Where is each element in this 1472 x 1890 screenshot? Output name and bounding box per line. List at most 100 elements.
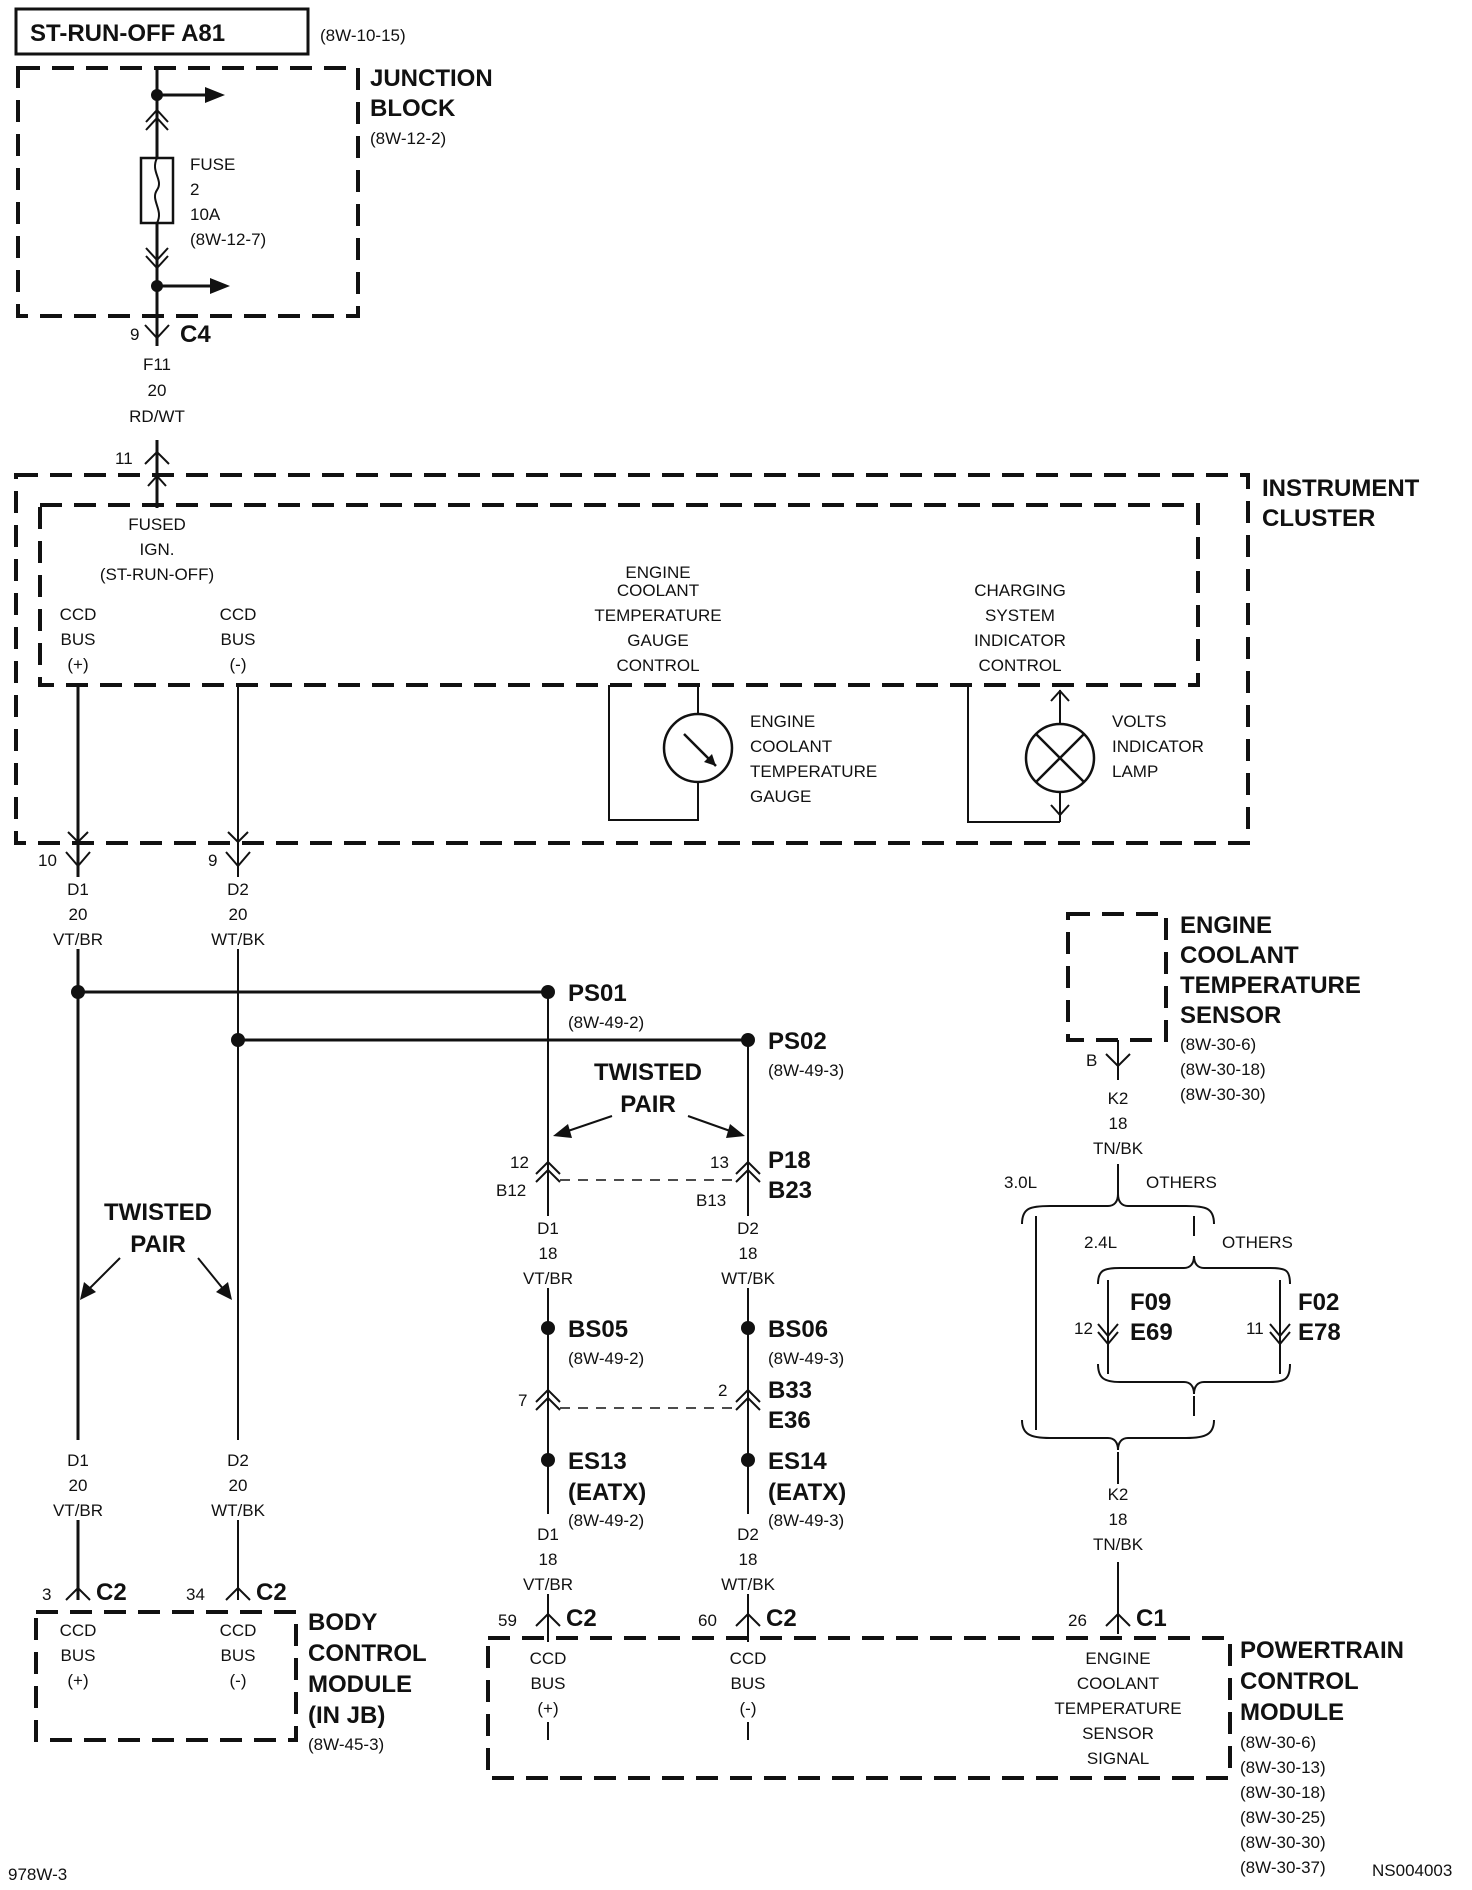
footer-left: 978W-3 xyxy=(8,1865,67,1884)
gauge-control-2: COOLANT xyxy=(617,581,699,600)
option-others-2: OTHERS xyxy=(1222,1233,1293,1252)
ic-ccd-minus-1: CCD xyxy=(220,605,257,624)
ic-ccd-plus-1: CCD xyxy=(60,605,97,624)
gauge-label-3: TEMPERATURE xyxy=(750,762,877,781)
lamp-label-2: INDICATOR xyxy=(1112,737,1204,756)
mid-d1-wire: D1 xyxy=(537,1219,559,1238)
pcm-ref-3: (8W-30-18) xyxy=(1240,1783,1326,1802)
bcm-box xyxy=(34,1610,298,1742)
d1-ic-terminal xyxy=(67,831,89,844)
twisted-pair-center-arrows xyxy=(553,1115,745,1138)
ps02-ref: (8W-49-3) xyxy=(768,1061,844,1080)
fused-ign-2: IGN. xyxy=(140,540,175,559)
low-d1-label-bg xyxy=(520,1514,560,1594)
d1-pin: 10 xyxy=(38,851,57,870)
f09-pin: 12 xyxy=(1074,1319,1093,1338)
ect-sensor-name-4: SENSOR xyxy=(1180,1002,1281,1029)
left-low-d2-gauge: 20 xyxy=(229,1476,248,1495)
twisted-pair-left-arrows xyxy=(80,1257,232,1300)
pcm-ccd-plus-1: CCD xyxy=(530,1649,567,1668)
junction-block-name-2: BLOCK xyxy=(370,95,456,122)
f11-color: RD/WT xyxy=(129,407,185,426)
ect-sensor-box xyxy=(1066,912,1168,1042)
f11-wire: F11 xyxy=(143,355,171,374)
low-d2-label-bg xyxy=(718,1514,758,1594)
left-low-d2-wire: D2 xyxy=(227,1451,249,1470)
ect-sensor-ref-1: (8W-30-6) xyxy=(1180,1035,1256,1054)
es13-sub: (EATX) xyxy=(568,1479,646,1506)
d2-label-bg xyxy=(210,877,266,949)
bcm-pin-b: 34 xyxy=(186,1585,205,1604)
pcm-pin-c: 26 xyxy=(1068,1611,1087,1630)
ect-k2-color: TN/BK xyxy=(1093,1139,1144,1158)
pcm-signal-2: COOLANT xyxy=(1077,1674,1159,1693)
k2-low-wire: K2 xyxy=(1108,1485,1129,1504)
pcm-ccd-minus-3: (-) xyxy=(740,1699,757,1718)
ic-ccd-minus-2: BUS xyxy=(221,630,256,649)
es14-ref: (8W-49-3) xyxy=(768,1511,844,1530)
d2-top-color: WT/BK xyxy=(211,930,265,949)
gauge-control-5: CONTROL xyxy=(616,656,699,675)
b33-pin-b: 2 xyxy=(718,1381,727,1400)
c4-name: C4 xyxy=(180,321,211,348)
pcm-ccd-plus-bg xyxy=(520,1642,576,1722)
c4-pin: 9 xyxy=(130,325,139,344)
pcm-name-2: CONTROL xyxy=(1240,1668,1359,1695)
es14-sub: (EATX) xyxy=(768,1479,846,1506)
d2-pin: 9 xyxy=(208,851,217,870)
ic-connector-11-pin: 11 xyxy=(115,449,133,468)
bcm-ccd-minus-1: CCD xyxy=(220,1621,257,1640)
f11-gauge: 20 xyxy=(148,381,167,400)
footer-right: NS004003 xyxy=(1372,1861,1452,1880)
d2-top-gauge: 20 xyxy=(229,905,248,924)
ps02-name: PS02 xyxy=(768,1028,827,1055)
b33-connector-symbol xyxy=(535,1388,761,1411)
twisted-pair-center-1: TWISTED xyxy=(594,1059,702,1086)
p18-pin-b2: B13 xyxy=(696,1191,726,1210)
fuse-label-2: 2 xyxy=(190,180,199,199)
title-box xyxy=(14,7,310,56)
twisted-pair-center-2: PAIR xyxy=(620,1091,676,1118)
pcm-signal-5: SIGNAL xyxy=(1087,1749,1149,1768)
pcm-ccd-plus-2: BUS xyxy=(531,1674,566,1693)
bs06-dot xyxy=(741,1321,755,1335)
instrument-cluster-name-1: INSTRUMENT xyxy=(1262,475,1420,502)
mid-d2-label-bg xyxy=(716,1216,780,1288)
bcm-ccd-plus-3: (+) xyxy=(67,1671,88,1690)
pcm-conn-a: C2 xyxy=(566,1605,597,1632)
bcm-conn-b: C2 xyxy=(256,1579,287,1606)
fused-ign-3: (ST-RUN-OFF) xyxy=(100,565,214,584)
pcm-ref-2: (8W-30-13) xyxy=(1240,1758,1326,1777)
b33-name-2: E36 xyxy=(768,1407,811,1434)
pcm-c2b-symbol xyxy=(735,1612,761,1627)
pcm-ccd-minus-2: BUS xyxy=(731,1674,766,1693)
pcm-ccd-plus-3: (+) xyxy=(537,1699,558,1718)
gauge-label-1: ENGINE xyxy=(750,712,815,731)
mid-d2-wire: D2 xyxy=(737,1219,759,1238)
fused-ign-1: FUSED xyxy=(128,515,186,534)
left-low-d1-gauge: 20 xyxy=(69,1476,88,1495)
pcm-signal-3: TEMPERATURE xyxy=(1054,1699,1181,1718)
pcm-conn-c: C1 xyxy=(1136,1605,1167,1632)
d2-top-wire: D2 xyxy=(227,880,249,899)
ect-sensor-name-3: TEMPERATURE xyxy=(1180,972,1361,999)
bcm-ref: (8W-45-3) xyxy=(308,1735,384,1754)
pcm-name-1: POWERTRAIN xyxy=(1240,1637,1404,1664)
bcm-ccd-minus-2: BUS xyxy=(221,1646,256,1665)
f09-name-1: F09 xyxy=(1130,1289,1171,1316)
lamp-label-3: LAMP xyxy=(1112,762,1158,781)
gauge-control-3: TEMPERATURE xyxy=(594,606,721,625)
ic-ccd-plus-3: (+) xyxy=(67,655,88,674)
bcm-conn-a: C2 xyxy=(96,1579,127,1606)
ic-ccd-minus-3: (-) xyxy=(230,655,247,674)
pcm-c2a-symbol xyxy=(535,1612,561,1627)
bs05-name: BS05 xyxy=(568,1316,628,1343)
b33-pin-a: 7 xyxy=(518,1391,527,1410)
low-d1-color: VT/BR xyxy=(523,1575,573,1594)
f02-pin: 11 xyxy=(1246,1319,1264,1338)
f02-name-2: E78 xyxy=(1298,1319,1341,1346)
pcm-ccd-minus-1: CCD xyxy=(730,1649,767,1668)
left-low-d2-color: WT/BK xyxy=(211,1501,265,1520)
option-2-4l: 2.4L xyxy=(1084,1233,1117,1252)
twisted-pair-left-1: TWISTED xyxy=(104,1199,212,1226)
